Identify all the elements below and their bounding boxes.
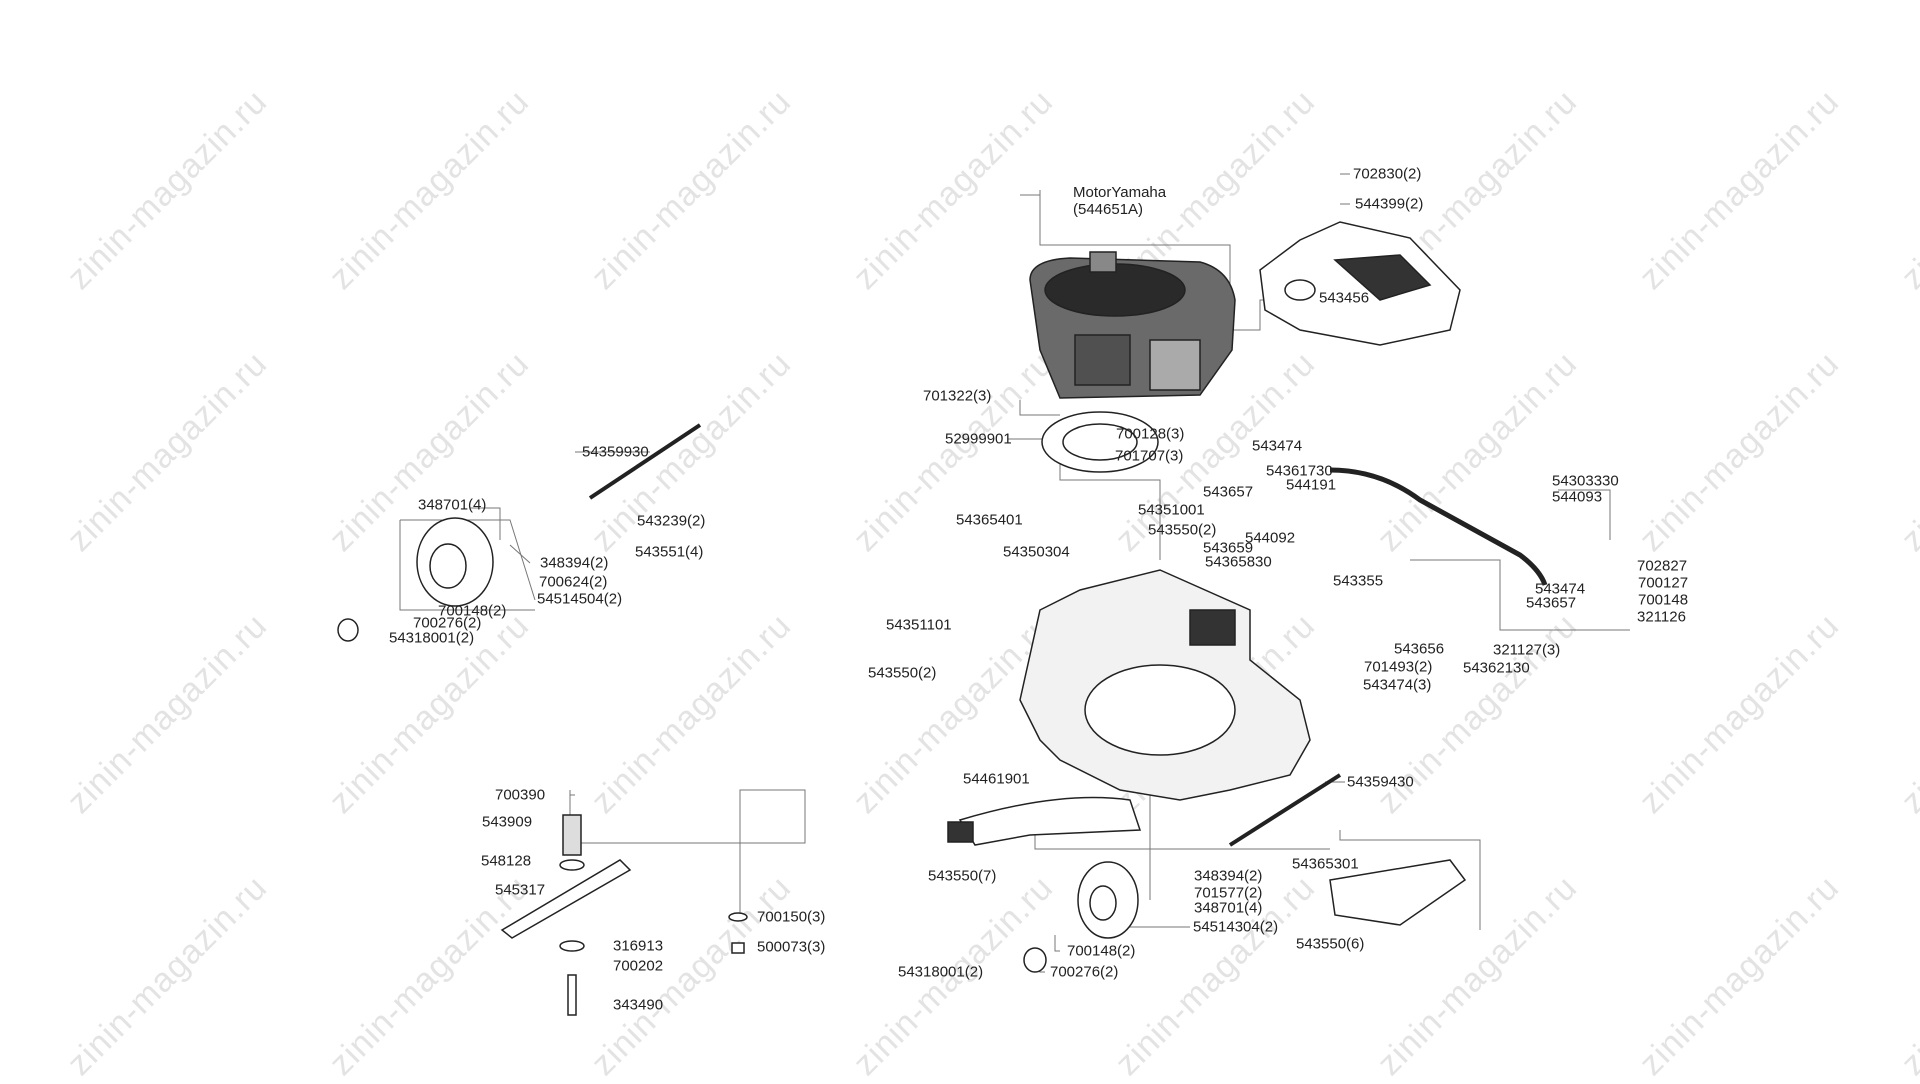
- part-label: 543656: [1394, 640, 1445, 658]
- part-label: 543474(3): [1363, 676, 1432, 694]
- part-label: 54365401: [956, 511, 1023, 529]
- part-label: 543659: [1203, 539, 1254, 557]
- part-label: 543657: [1203, 483, 1254, 501]
- part-label: 348701(4): [1194, 899, 1263, 917]
- part-label: 343490: [613, 996, 664, 1014]
- part-label: 54362130: [1463, 659, 1530, 677]
- part-label: 321127(3): [1493, 641, 1561, 659]
- part-label: 700148(2): [1067, 942, 1136, 960]
- part-label: 54461901: [963, 770, 1030, 788]
- part-label: 545317: [495, 881, 546, 899]
- rear-axle: [588, 423, 1342, 847]
- part-label: 544092: [1245, 529, 1296, 547]
- part-label: 700128(3): [1116, 425, 1185, 443]
- part-label: 321126: [1637, 608, 1686, 626]
- part-label: 52999901: [945, 430, 1012, 448]
- part-label: 543551(4): [635, 543, 704, 561]
- part-label-motor: MotorYamaha (544651A): [1073, 184, 1166, 218]
- engine-cover: [1259, 221, 1461, 346]
- part-label: 54514304(2): [1193, 918, 1279, 936]
- part-label: 543474: [1535, 580, 1586, 598]
- part-label: 54361730: [1266, 462, 1333, 480]
- part-label: 543474: [1252, 437, 1303, 455]
- motor-name: MotorYamaha: [1073, 184, 1167, 201]
- part-label: 543456: [1319, 289, 1370, 307]
- part-label: 700390: [495, 786, 546, 804]
- part-label: 348701(4): [418, 496, 487, 514]
- wheels: [337, 517, 1139, 973]
- part-label: 543550(2): [1148, 521, 1217, 539]
- part-label: 543239(2): [637, 512, 706, 530]
- part-label: 54514504(2): [537, 590, 623, 608]
- deck: [1019, 569, 1311, 801]
- part-label: 54359430: [1347, 773, 1414, 791]
- part-label: 54303330: [1552, 472, 1619, 490]
- part-label: 543657: [1526, 594, 1577, 612]
- part-label: 548128: [481, 852, 532, 870]
- part-label: 700202: [613, 957, 664, 975]
- part-label: 700148: [1638, 591, 1689, 609]
- part-label: 701707(3): [1115, 447, 1184, 465]
- handle-bar: [1329, 467, 1548, 586]
- part-label: 544399(2): [1355, 195, 1424, 213]
- part-label: 700127: [1638, 574, 1689, 592]
- part-label: 54351101: [886, 616, 952, 634]
- part-label: 700276(2): [413, 614, 482, 632]
- part-label: 54318001(2): [898, 963, 984, 981]
- part-label: 701577(2): [1194, 884, 1263, 902]
- part-label: 348394(2): [540, 554, 609, 572]
- discharge-chute: [947, 796, 1142, 846]
- part-label: 700150(3): [757, 908, 826, 926]
- gasket: [1041, 411, 1159, 473]
- part-label: 701493(2): [1364, 658, 1433, 676]
- part-label: 54359930: [582, 443, 649, 461]
- part-label: 544191: [1286, 476, 1337, 494]
- part-label: 701322(3): [923, 387, 992, 405]
- part-label: 543355: [1333, 572, 1384, 590]
- part-label: 700276(2): [1050, 963, 1119, 981]
- blade: [500, 814, 748, 1016]
- part-label: 543909: [482, 813, 533, 831]
- part-label: 348394(2): [1194, 867, 1263, 885]
- part-label: 54365301: [1292, 855, 1359, 873]
- leader-lines: [399, 173, 1630, 973]
- part-label: 54351001: [1138, 501, 1205, 519]
- part-label: 543550(6): [1296, 935, 1365, 953]
- part-label: 543550(7): [928, 867, 997, 885]
- part-label: 500073(3): [757, 938, 826, 956]
- part-label: 702827: [1637, 557, 1688, 575]
- part-label: 54365830: [1205, 553, 1272, 571]
- rear-flap: [1329, 859, 1467, 926]
- part-label: 316913: [613, 937, 664, 955]
- part-label: 544093: [1552, 488, 1603, 506]
- part-label: 543550(2): [868, 664, 937, 682]
- part-label: 700624(2): [539, 573, 608, 591]
- engine: [1029, 251, 1236, 399]
- motor-code: (544651A): [1073, 201, 1144, 218]
- part-label: 702830(2): [1353, 165, 1422, 183]
- part-label: 54350304: [1003, 543, 1070, 561]
- part-label: 700148(2): [438, 602, 507, 620]
- part-label: 54318001(2): [389, 629, 475, 647]
